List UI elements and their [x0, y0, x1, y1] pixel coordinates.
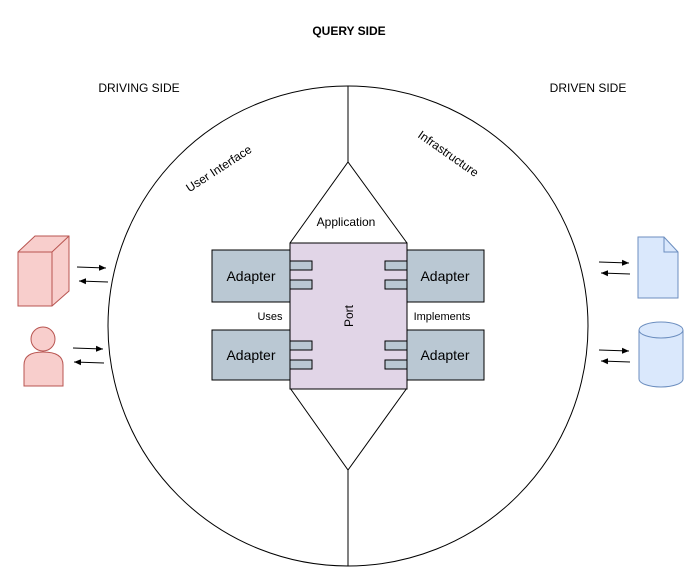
cube-icon [17, 235, 70, 307]
application-hexagon-top [289, 161, 408, 244]
left-top-arrows [76, 264, 109, 285]
implements-label: Implements [414, 311, 471, 323]
user-icon [23, 326, 64, 387]
application-hexagon-bottom [289, 387, 408, 471]
adapter-left-top-label: Adapter [226, 268, 275, 284]
adapter-left-top: Adapter [211, 249, 313, 303]
uses-label: Uses [257, 311, 283, 323]
left-bottom-arrows [72, 345, 105, 366]
application-label: Application [317, 215, 376, 229]
right-top-arrows [598, 259, 631, 277]
port-label: Port [342, 304, 356, 327]
adapter-left-bottom: Adapter [211, 329, 313, 381]
diagram-title: QUERY SIDE [312, 24, 385, 38]
adapter-left-bottom-label: Adapter [226, 347, 275, 363]
document-icon [637, 236, 679, 299]
adapter-right-bottom-label: Adapter [420, 347, 469, 363]
adapter-right-top-label: Adapter [420, 268, 469, 284]
database-icon [638, 321, 684, 388]
driven-side-label: DRIVEN SIDE [550, 81, 627, 95]
adapter-right-bottom: Adapter [384, 329, 485, 381]
right-bottom-arrows [598, 347, 631, 365]
adapter-right-top: Adapter [384, 249, 485, 303]
driving-side-label: DRIVING SIDE [98, 81, 179, 95]
